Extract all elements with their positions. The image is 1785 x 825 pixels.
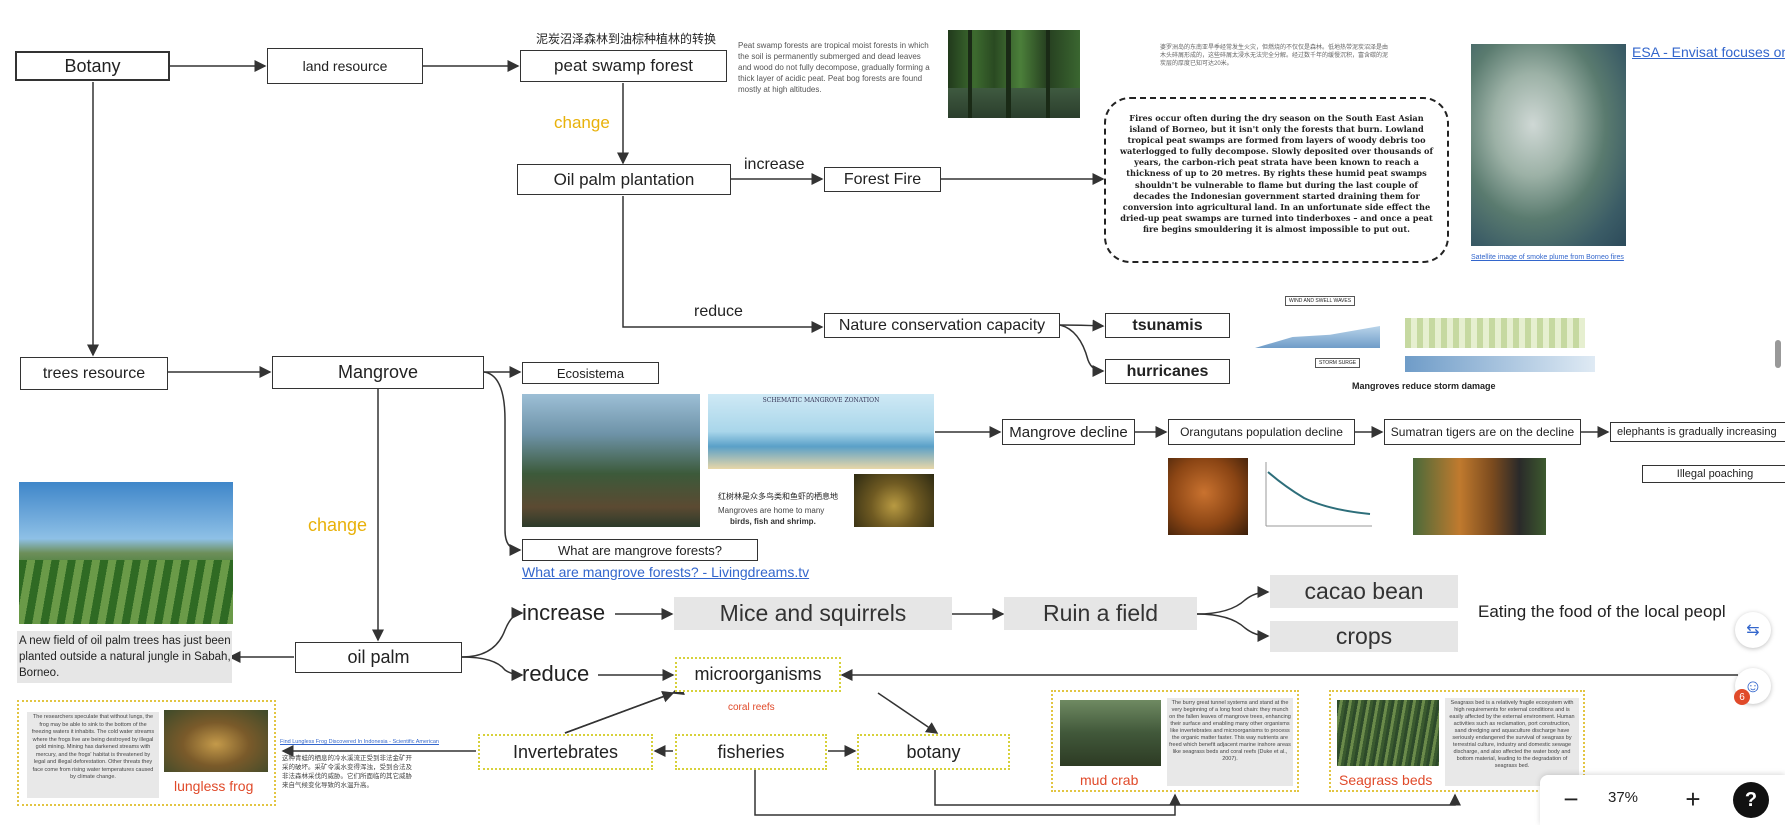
satellite-caption-link[interactable]: Satellite image of smoke plume from Born… [1471, 254, 1624, 261]
node-orangutans[interactable]: Orangutans population decline [1168, 419, 1355, 445]
node-elephants[interactable]: elephants is gradually increasing [1610, 422, 1785, 442]
mangrove-home-1: Mangroves are home to many [718, 506, 825, 515]
node-peat-swamp-forest[interactable]: peat swamp forest [520, 50, 727, 82]
mangrove-water-photo [854, 474, 934, 527]
tiger-photo [1413, 458, 1546, 535]
help-button[interactable]: ? [1733, 782, 1769, 818]
node-hurricanes[interactable]: hurricanes [1105, 359, 1230, 384]
zoom-out-button[interactable]: − [1563, 783, 1579, 814]
fire-text: Fires occur often during the dry season … [1119, 113, 1434, 234]
lungless-frog-photo [164, 710, 268, 772]
oil-palm-field-photo [19, 482, 233, 624]
node-tsunamis[interactable]: tsunamis [1105, 313, 1230, 338]
node-mangrove[interactable]: Mangrove [272, 356, 484, 389]
node-invertebrates[interactable]: Invertebrates [478, 734, 653, 770]
node-oil-palm[interactable]: oil palm [295, 642, 462, 673]
frog-description: The researchers speculate that without l… [31, 714, 155, 780]
edge-label-reduce-bottom: reduce [522, 661, 590, 686]
edge-label-reduce-top: reduce [694, 303, 743, 320]
notification-badge: 6 [1734, 689, 1750, 705]
coral-reefs-label: coral reefs [728, 702, 775, 713]
oil-palm-caption-box [17, 631, 232, 683]
zoom-level: 37% [1608, 789, 1639, 806]
mud-crab-label: mud crab [1080, 772, 1139, 788]
edge-label-increase-top: increase [744, 156, 805, 173]
seagrass-photo [1337, 700, 1439, 766]
node-ecosistema[interactable]: Ecosistema [522, 362, 659, 384]
zonation-title: SCHEMATIC MANGROVE ZONATION [762, 397, 880, 404]
scrollbar-thumb[interactable] [1775, 340, 1781, 368]
fire-text-box: Fires occur often during the dry season … [1104, 97, 1449, 263]
node-crops[interactable]: crops [1270, 621, 1458, 652]
node-forest-fire[interactable]: Forest Fire [824, 167, 941, 192]
peat-caption-cn: 泥炭沼泽森林到油棕种植林的转换 [536, 32, 717, 46]
satellite-image [1471, 44, 1626, 246]
node-fisheries[interactable]: fisheries [675, 734, 827, 770]
frog-card: The researchers speculate that without l… [17, 700, 276, 806]
node-what-are-mangrove[interactable]: What are mangrove forests? [522, 539, 758, 561]
node-sumatran-tigers[interactable]: Sumatran tigers are on the decline [1384, 419, 1581, 445]
fire-note-cn: 婆罗洲岛的东南亚旱季经常发生火灾，但燃烧的不仅仅是森林。低地热带泥炭沼泽是由木头… [1160, 45, 1389, 67]
node-trees-resource[interactable]: trees resource [20, 357, 168, 390]
assistant-icon[interactable]: ☺ [1735, 668, 1771, 704]
mud-crab-description: The burry great tunnel systems and stand… [1169, 700, 1291, 762]
zoom-in-button[interactable]: + [1685, 783, 1701, 814]
node-cacao-bean[interactable]: cacao bean [1270, 575, 1458, 608]
node-mangrove-decline[interactable]: Mangrove decline [1002, 419, 1135, 445]
decline-chart [1254, 458, 1374, 535]
node-botany-small[interactable]: botany [857, 734, 1010, 770]
mud-crab-card: mud crab The burry great tunnel systems … [1051, 690, 1299, 792]
decline-chart-svg [1265, 462, 1372, 527]
esa-link[interactable]: ESA - Envisat focuses on [1632, 44, 1785, 60]
node-botany[interactable]: Botany [15, 51, 170, 81]
storm-diagram: WIND AND SWELL WAVES STORM SURGE [1255, 296, 1595, 378]
oil-palm-caption: A new field of oil palm trees has just b… [19, 635, 231, 679]
zoom-toolbar: − 37% + ? [1540, 775, 1785, 825]
node-nature-conservation[interactable]: Nature conservation capacity [824, 313, 1060, 338]
swamp-forest-photo [948, 30, 1080, 118]
storm-caption: Mangroves reduce storm damage [1352, 381, 1496, 391]
wind-label: WIND AND SWELL WAVES [1285, 296, 1356, 306]
storm-label: STORM SURGE [1315, 358, 1361, 368]
frog-note-cn: 这种青蛙的栖息的冷水溪流正受到非法金矿开采的破坏。采矿令溪水变得浑浊，受到合法及… [282, 755, 412, 789]
node-ruin-field[interactable]: Ruin a field [1004, 597, 1197, 630]
mangrove-zonation-diagram: SCHEMATIC MANGROVE ZONATION [708, 394, 934, 469]
node-land-resource[interactable]: land resource [267, 48, 423, 84]
node-illegal-poaching[interactable]: Illegal poaching [1642, 465, 1785, 483]
seagrass-label: Seagrass beds [1339, 772, 1433, 788]
edge-label-change-bottom: change [308, 515, 368, 535]
mangrove-home-cn: 红树林是众多鸟类和鱼虾的栖息地 [718, 492, 838, 501]
frog-label: lungless frog [174, 778, 254, 794]
frog-link[interactable]: Find Lungless Frog Discovered In Indones… [280, 739, 439, 745]
edge-label-increase-bottom: increase [522, 600, 606, 625]
mud-crab-photo [1060, 700, 1161, 766]
edge-label-change-top: change [554, 113, 610, 132]
node-microorganisms[interactable]: microorganisms [675, 657, 841, 692]
node-oil-palm-plantation[interactable]: Oil palm plantation [517, 164, 731, 195]
mangrove-home-2: birds, fish and shrimp. [730, 517, 816, 526]
mangrove-ecosystem-photo [522, 394, 700, 527]
seagrass-card: Seagrass beds Seagrass bed is a relative… [1329, 690, 1585, 792]
node-eating-food[interactable]: Eating the food of the local peopl [1478, 602, 1726, 621]
node-mice-squirrels[interactable]: Mice and squirrels [674, 597, 952, 630]
orangutan-photo [1168, 458, 1248, 535]
seagrass-description: Seagrass bed is a relatively fragile eco… [1449, 700, 1575, 769]
translate-icon[interactable]: ⇆ [1735, 612, 1771, 648]
mangrove-link[interactable]: What are mangrove forests? - Livingdream… [522, 564, 810, 580]
peat-description: Peat swamp forests are tropical moist fo… [738, 41, 930, 94]
